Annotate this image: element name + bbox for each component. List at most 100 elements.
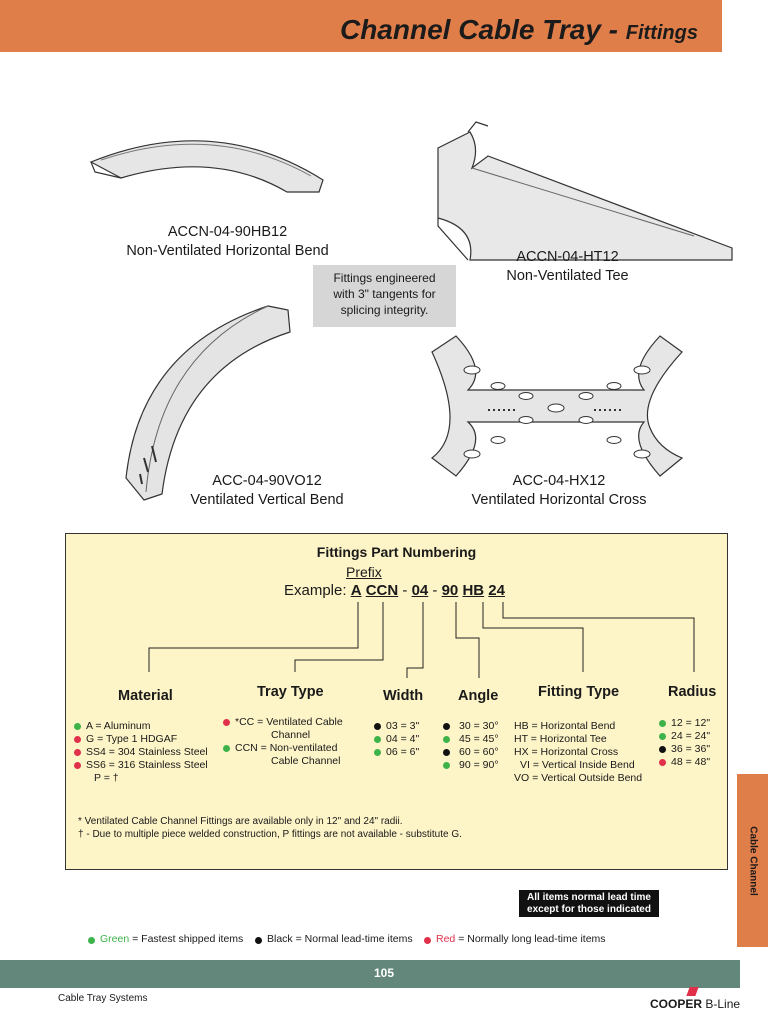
red-dot-icon bbox=[74, 736, 81, 743]
material-list: A = Aluminum G = Type 1 HDGAF SS4 = 304 … bbox=[74, 720, 208, 785]
legend-color-word: Black bbox=[267, 933, 293, 945]
width-option: 03 = 3" bbox=[386, 720, 420, 732]
figure-name: Non-Ventilated Horizontal Bend bbox=[126, 243, 329, 259]
title-text: Channel Cable Tray - bbox=[339, 14, 618, 45]
title-subtitle: Fittings bbox=[625, 22, 698, 44]
figure-code: ACC-04-HX12 bbox=[512, 473, 606, 489]
green-dot-icon bbox=[223, 745, 230, 752]
list-item: P = † bbox=[74, 772, 208, 785]
figure-code: ACCN-04-90HB12 bbox=[167, 224, 288, 240]
list-item: G = Type 1 HDGAF bbox=[74, 733, 208, 746]
figure-caption: ACC-04-90VO12 Ventilated Vertical Bend bbox=[172, 472, 362, 510]
green-dot-icon bbox=[443, 762, 450, 769]
list-item: A = Aluminum bbox=[74, 720, 208, 733]
note-line: with 3" tangents for bbox=[333, 287, 436, 301]
example-part-tray-type: CCN bbox=[365, 582, 399, 599]
part-number-example: Example: A CCN - 04 - 90 HB 24 bbox=[284, 582, 505, 599]
black-dot-icon bbox=[255, 937, 262, 944]
footer-bar: 105 bbox=[0, 960, 740, 988]
example-part-angle: 90 bbox=[441, 582, 459, 599]
list-item: 48 = 48" bbox=[659, 756, 710, 769]
legend-color-word: Red bbox=[436, 933, 456, 945]
section-tab[interactable]: Cable Channel bbox=[737, 774, 768, 947]
example-part-fitting-type: HB bbox=[462, 582, 485, 599]
legend-text: = Normally long lead-time items bbox=[458, 933, 606, 945]
radius-option: 12 = 12" bbox=[671, 717, 711, 729]
brand-logo: COOPER B-Line bbox=[650, 987, 740, 1011]
width-option: 04 = 4" bbox=[386, 733, 420, 745]
tray-type-option: Channel bbox=[271, 729, 311, 741]
section-tab-label: Cable Channel bbox=[747, 825, 758, 896]
tray-type-option: CCN = Non-ventilated bbox=[235, 742, 338, 754]
tray-type-list: *CC = Ventilated Cable Channel CCN = Non… bbox=[223, 716, 343, 768]
black-dot-icon bbox=[443, 723, 450, 730]
figure-name: Non-Ventilated Tee bbox=[506, 268, 629, 284]
footer-catalog-name: Cable Tray Systems bbox=[58, 993, 148, 1004]
list-item: 90 = 90° bbox=[443, 759, 499, 772]
red-dot-icon bbox=[74, 749, 81, 756]
green-dot-icon bbox=[659, 720, 666, 727]
list-item: 36 = 36" bbox=[659, 743, 710, 756]
note-line: splicing integrity. bbox=[340, 303, 429, 317]
fitting-type-list: HB = Horizontal Bend HT = Horizontal Tee… bbox=[514, 720, 642, 785]
example-separator: - bbox=[402, 582, 408, 599]
page-title: Channel Cable Tray - Fittings bbox=[340, 14, 698, 46]
horizontal-bend-illustration bbox=[89, 140, 324, 193]
logo-mark-icon bbox=[686, 987, 699, 996]
red-dot-icon bbox=[223, 719, 230, 726]
list-item: HX = Horizontal Cross bbox=[514, 746, 619, 758]
heading-fitting-type: Fitting Type bbox=[538, 684, 620, 700]
angle-option: 60 = 60° bbox=[459, 746, 499, 758]
horizontal-cross-illustration bbox=[431, 335, 684, 477]
legend-item: Red = Normally long lead-time items bbox=[424, 933, 606, 945]
lead-time-badge: All items normal lead time except for th… bbox=[519, 890, 659, 917]
red-dot-icon bbox=[74, 762, 81, 769]
green-dot-icon bbox=[88, 937, 95, 944]
width-list: 03 = 3" 04 = 4" 06 = 6" bbox=[374, 720, 419, 759]
width-option: 06 = 6" bbox=[386, 746, 420, 758]
list-item: VI = Vertical Inside Bend bbox=[520, 759, 635, 771]
tray-type-option: *CC = Ventilated Cable bbox=[235, 716, 343, 728]
list-item: 24 = 24" bbox=[659, 730, 710, 743]
list-item: Channel bbox=[223, 729, 343, 742]
figure-code: ACCN-04-HT12 bbox=[516, 249, 619, 265]
tray-type-option: Cable Channel bbox=[271, 755, 341, 767]
heading-width: Width bbox=[383, 688, 424, 704]
red-dot-icon bbox=[424, 937, 431, 944]
badge-line: except for those indicated bbox=[527, 904, 651, 915]
black-dot-icon bbox=[374, 723, 381, 730]
radius-option: 24 = 24" bbox=[671, 730, 711, 742]
footnote: * Ventilated Cable Channel Fittings are … bbox=[78, 816, 403, 827]
connector-lines bbox=[148, 602, 695, 678]
list-item: CCN = Non-ventilated bbox=[223, 742, 343, 755]
legend-text: = Normal lead-time items bbox=[295, 933, 413, 945]
figure-caption: ACC-04-HX12 Ventilated Horizontal Cross bbox=[460, 472, 658, 510]
heading-radius: Radius bbox=[668, 684, 717, 700]
example-separator: - bbox=[432, 582, 438, 599]
figure-code: ACC-04-90VO12 bbox=[212, 473, 322, 489]
material-option: A = Aluminum bbox=[86, 720, 151, 732]
radius-list: 12 = 12" 24 = 24" 36 = 36" 48 = 48" bbox=[659, 717, 710, 769]
footnotes: * Ventilated Cable Channel Fittings are … bbox=[78, 815, 462, 841]
part-numbering-panel: Fittings Part Numbering Prefix Example: … bbox=[65, 533, 728, 870]
list-item: HB = Horizontal Bend bbox=[514, 720, 616, 732]
green-dot-icon bbox=[374, 736, 381, 743]
heading-material: Material bbox=[118, 688, 173, 704]
figure-caption: ACCN-04-90HB12 Non-Ventilated Horizontal… bbox=[100, 223, 355, 261]
list-item: 60 = 60° bbox=[443, 746, 499, 759]
radius-option: 36 = 36" bbox=[671, 743, 711, 755]
heading-tray-type: Tray Type bbox=[257, 684, 324, 700]
vertical-bend-illustration bbox=[125, 305, 291, 501]
list-item: SS6 = 316 Stainless Steel bbox=[74, 759, 208, 772]
example-part-radius: 24 bbox=[488, 582, 505, 599]
list-item: 45 = 45° bbox=[443, 733, 499, 746]
list-item: HT = Horizontal Tee bbox=[514, 733, 607, 745]
page-number: 105 bbox=[373, 966, 395, 980]
green-dot-icon bbox=[659, 733, 666, 740]
legend-text: = Fastest shipped items bbox=[132, 933, 244, 945]
list-item: SS4 = 304 Stainless Steel bbox=[74, 746, 208, 759]
example-part-width: 04 bbox=[411, 582, 429, 599]
legend-item: Green = Fastest shipped items bbox=[88, 933, 243, 945]
figure-name: Ventilated Vertical Bend bbox=[190, 492, 344, 508]
figure-name: Ventilated Horizontal Cross bbox=[471, 492, 647, 508]
